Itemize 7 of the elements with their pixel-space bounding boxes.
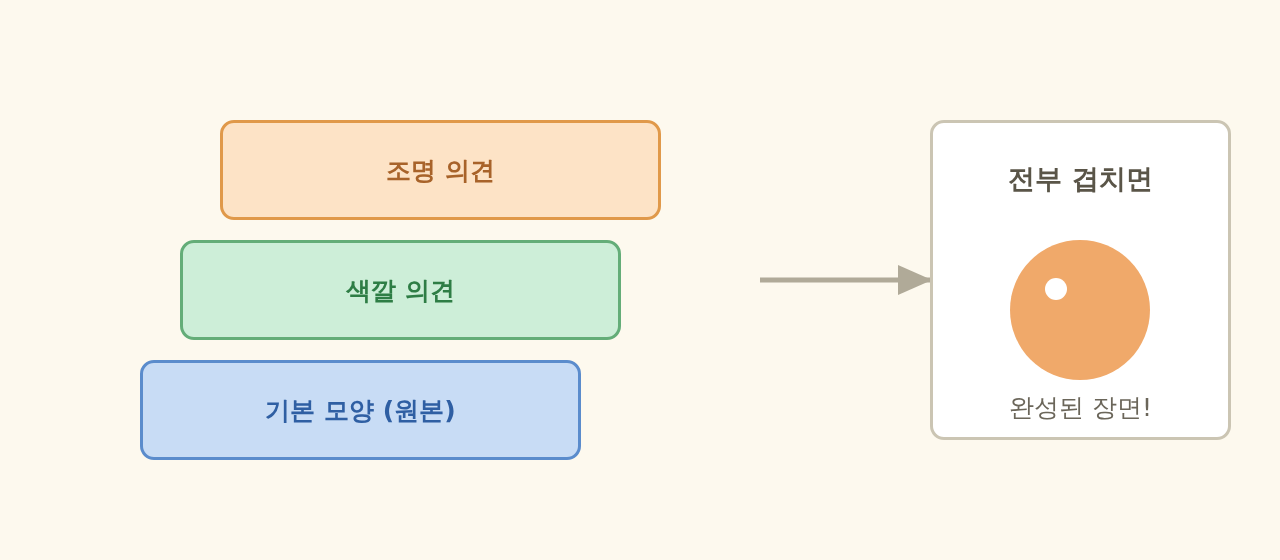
card-caption: 완성된 장면! [1008,392,1153,424]
layer-box: 기본 모양 (원본) [140,360,581,460]
layer-box: 색깔 의견 [180,240,621,340]
layer-box: 조명 의견 [220,120,661,220]
result-card [930,120,1231,440]
card-title: 전부 겹치면 [1007,162,1154,196]
arrow [760,265,932,295]
